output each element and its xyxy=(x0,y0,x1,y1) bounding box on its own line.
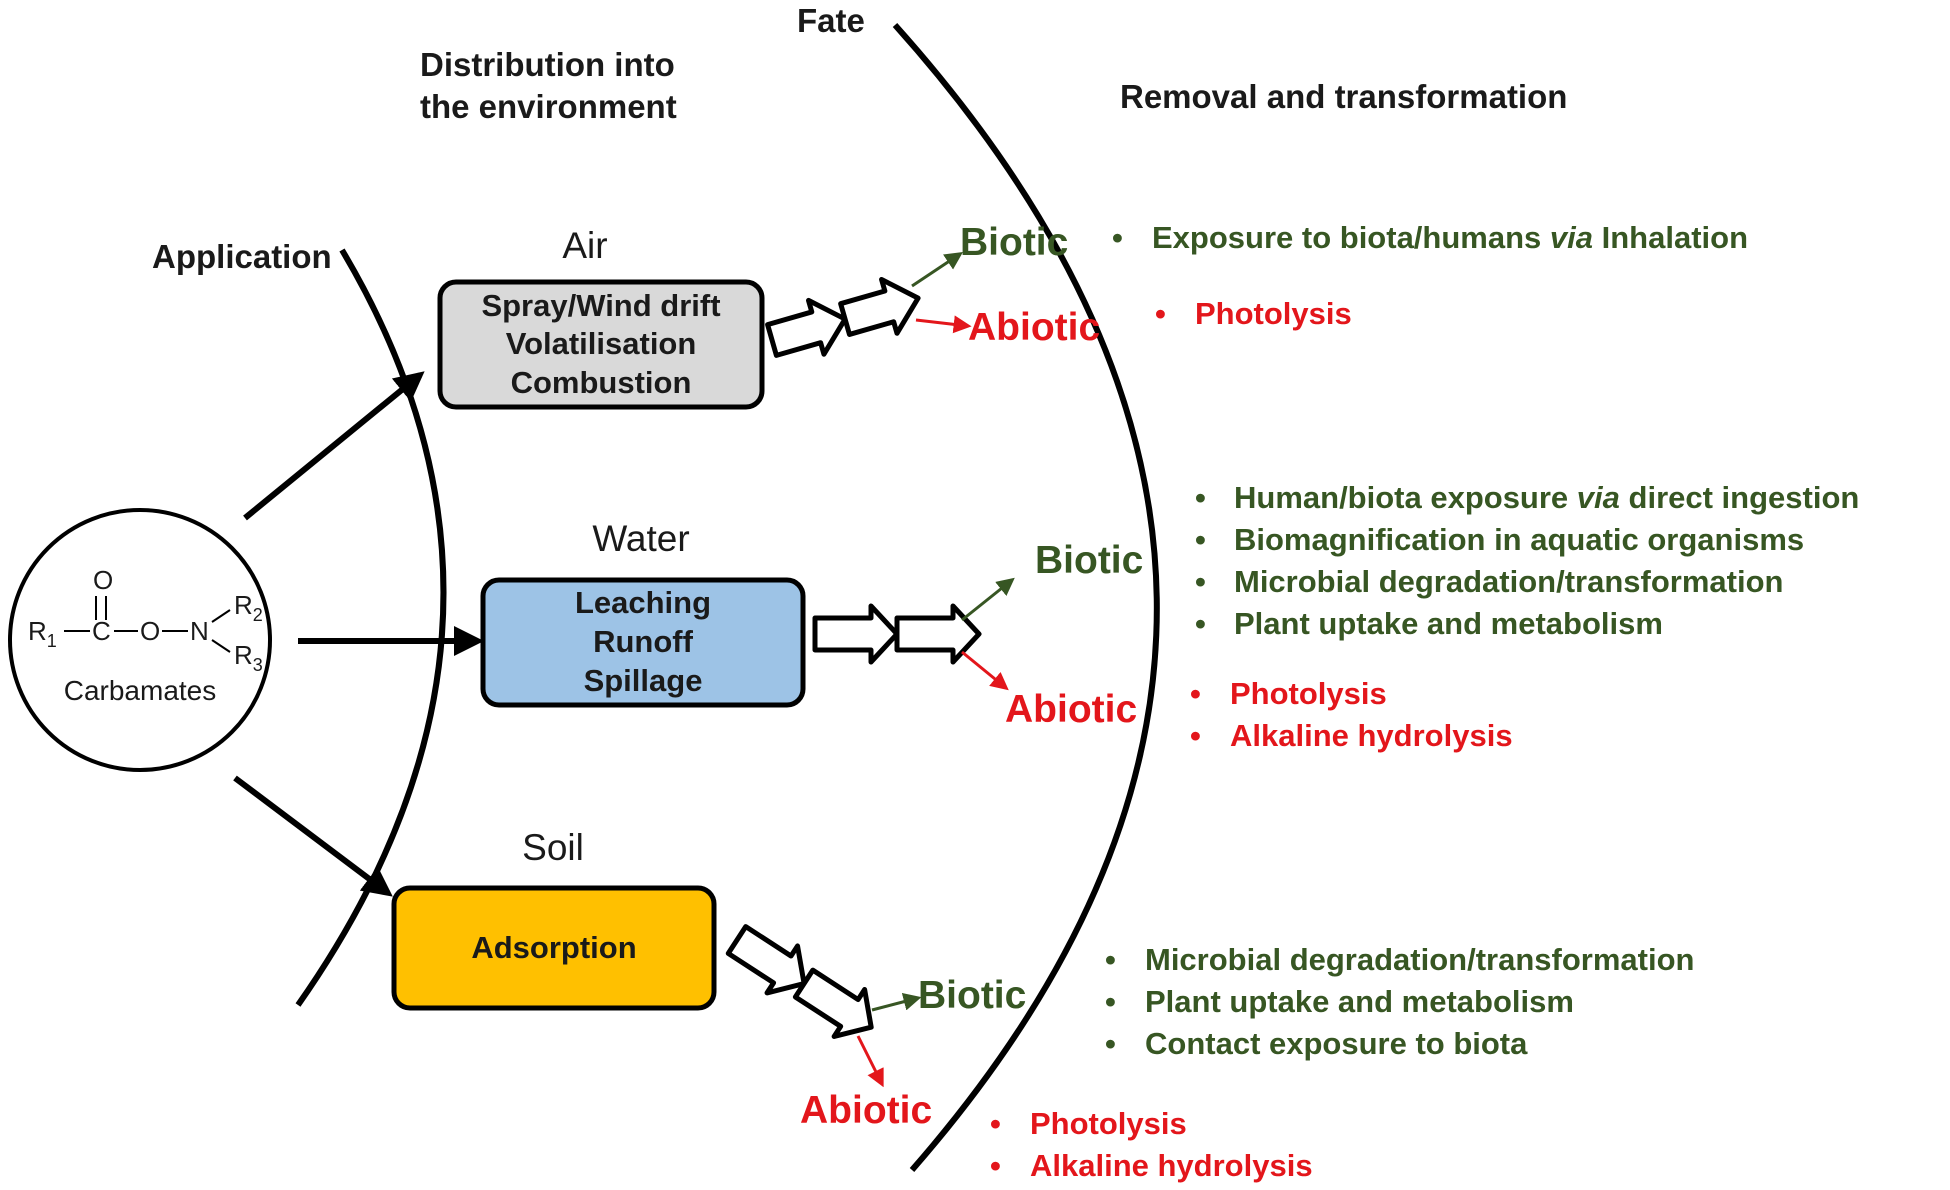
application-arrow-air xyxy=(243,371,425,521)
water-process-1: Leaching xyxy=(575,585,711,620)
soil-abiotic-item-2: Alkaline hydrolysis xyxy=(1030,1148,1313,1183)
air-biotic-label: Biotic xyxy=(960,221,1068,264)
air-abiotic-item-1: Photolysis xyxy=(1195,296,1352,331)
bullet: • xyxy=(1190,676,1201,711)
water-biotic-item-4: Plant uptake and metabolism xyxy=(1234,606,1663,641)
removal-heading: Removal and transformation xyxy=(1120,78,1567,115)
bullet: • xyxy=(1195,564,1206,599)
water-abiotic-label: Abiotic xyxy=(1005,688,1137,731)
water-abiotic-list: • Photolysis • Alkaline hydrolysis xyxy=(1190,676,1513,753)
oxygen-top-atom: O xyxy=(93,565,113,595)
water-box xyxy=(480,577,806,708)
water-biotic-label: Biotic xyxy=(1035,539,1143,582)
water-transport-arrow xyxy=(812,603,982,665)
soil-biotic-label: Biotic xyxy=(918,974,1026,1017)
air-box xyxy=(437,279,765,410)
fate-heading: Fate xyxy=(797,2,865,39)
bullet: • xyxy=(1195,480,1206,515)
soil-abiotic-item-1: Photolysis xyxy=(1030,1106,1187,1141)
bullet: • xyxy=(990,1106,1001,1141)
application-arrow-soil xyxy=(233,775,393,897)
air-label: Air xyxy=(562,225,607,266)
water-abiotic-item-2: Alkaline hydrolysis xyxy=(1230,718,1513,753)
soil-biotic-item-1: Microbial degradation/transformation xyxy=(1145,942,1694,977)
soil-transport-arrow xyxy=(725,924,874,1039)
air-biotic-list: • Exposure to biota/humans via Inhalatio… xyxy=(1112,220,1748,255)
distribution-heading-line1: Distribution into xyxy=(420,46,675,83)
water-biotic-list: • Human/biota exposure via direct ingest… xyxy=(1195,480,1859,641)
bullet: • xyxy=(1190,718,1201,753)
r1-atom: R1 xyxy=(28,616,57,651)
air-abiotic-label: Abiotic xyxy=(968,306,1100,349)
soil-abiotic-list: • Photolysis • Alkaline hydrolysis xyxy=(990,1106,1313,1183)
soil-biotic-item-2: Plant uptake and metabolism xyxy=(1145,984,1574,1019)
air-transport-arrow xyxy=(765,276,921,358)
distribution-heading-line2: the environment xyxy=(420,88,677,125)
water-biotic-item-2: Biomagnification in aquatic organisms xyxy=(1234,522,1804,557)
air-biotic-item-1: Exposure to biota/humans via Inhalation xyxy=(1152,220,1748,255)
soil-process-1: Adsorption xyxy=(471,930,636,965)
water-process-3: Spillage xyxy=(584,663,703,698)
r3-atom: R3 xyxy=(234,640,263,675)
water-abiotic-item-1: Photolysis xyxy=(1230,676,1387,711)
soil-label: Soil xyxy=(522,827,584,868)
bullet: • xyxy=(1155,296,1166,331)
air-abiotic-arrow xyxy=(915,315,972,334)
n-r2-bond xyxy=(211,609,231,623)
air-process-2: Volatilisation xyxy=(506,326,697,361)
bullet: • xyxy=(1195,522,1206,557)
soil-abiotic-arrow xyxy=(856,1035,884,1088)
air-abiotic-list: • Photolysis xyxy=(1155,296,1352,331)
r2-atom: R2 xyxy=(234,590,263,625)
air-biotic-arrow xyxy=(911,252,963,288)
water-biotic-item-1: Human/biota exposure via direct ingestio… xyxy=(1234,480,1859,515)
bullet: • xyxy=(1105,1026,1116,1061)
application-heading: Application xyxy=(152,238,332,275)
oxygen-atom: O xyxy=(140,616,160,646)
soil-biotic-arrow xyxy=(871,992,922,1012)
bullet: • xyxy=(1195,606,1206,641)
water-label: Water xyxy=(592,518,689,559)
water-process-2: Runoff xyxy=(593,624,694,659)
water-abiotic-arrow xyxy=(961,650,1009,691)
bullet: • xyxy=(1105,942,1116,977)
carbamates-label: Carbamates xyxy=(64,675,217,706)
soil-box xyxy=(391,885,717,1011)
carbamate-structure: O R1 C O N R2 R3 Carbamates xyxy=(8,508,272,772)
bullet: • xyxy=(1112,220,1123,255)
carbamate-circle xyxy=(8,508,272,772)
carbon-atom: C xyxy=(92,616,111,646)
fate-boundary-arc xyxy=(892,22,1160,1172)
soil-biotic-list: • Microbial degradation/transformation •… xyxy=(1105,942,1694,1061)
nitrogen-atom: N xyxy=(190,616,209,646)
water-biotic-arrow xyxy=(961,577,1015,622)
bullet: • xyxy=(990,1148,1001,1183)
n-r3-bond xyxy=(211,639,231,653)
air-process-1: Spray/Wind drift xyxy=(481,288,720,323)
water-biotic-item-3: Microbial degradation/transformation xyxy=(1234,564,1783,599)
bullet: • xyxy=(1105,984,1116,1019)
soil-biotic-item-3: Contact exposure to biota xyxy=(1145,1026,1528,1061)
soil-abiotic-label: Abiotic xyxy=(800,1089,932,1132)
air-process-3: Combustion xyxy=(511,365,692,400)
